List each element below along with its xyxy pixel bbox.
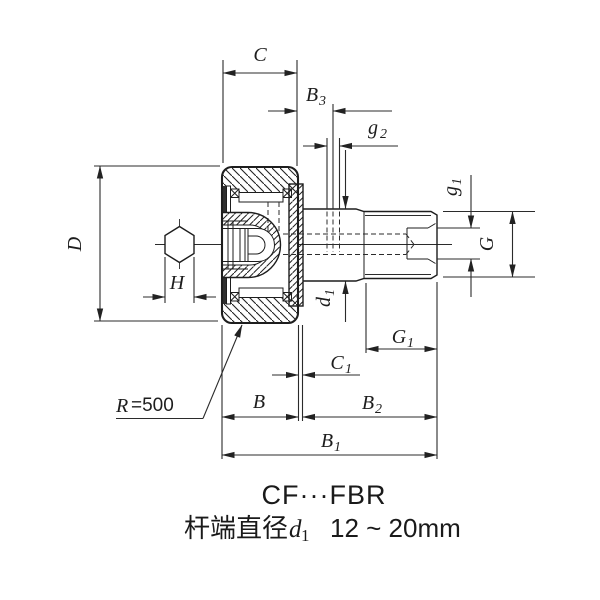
flange-section [288, 183, 304, 307]
label-B: B [253, 391, 265, 413]
label-B3-sub: 3 [318, 94, 326, 109]
label-G: G [476, 236, 498, 251]
seal-bottom [223, 277, 227, 304]
label-g2-main: g [368, 117, 378, 139]
caption: CF···FBR 杆端直径 d 1 12 ~ 20mm [184, 480, 461, 545]
stud-flange [288, 183, 304, 307]
label-C1-main: C [330, 352, 344, 374]
label-D: D [64, 236, 86, 252]
stud-and-thread [267, 202, 438, 282]
label-D-group: D [64, 236, 86, 252]
dimension-lines [96, 69, 516, 459]
stud-head [223, 211, 282, 279]
label-B1-sub: 1 [334, 440, 341, 455]
hexagon [164, 225, 195, 264]
hex-wrench-symbol [164, 225, 195, 264]
label-C: C [253, 44, 267, 66]
caption-spec-d-sub: 1 [301, 526, 310, 545]
stud-outline [303, 208, 438, 282]
label-B2-sub: 2 [375, 402, 382, 417]
small-dimension-arrows [143, 107, 475, 379]
label-H: H [169, 272, 186, 294]
hex-socket-section [223, 220, 275, 270]
needle-row-bottom [238, 287, 284, 298]
needle-row-top [238, 192, 284, 203]
label-C1-sub: 1 [345, 362, 352, 377]
socket-cone-inner [247, 235, 266, 255]
washer-bottom [226, 277, 231, 305]
label-B3-main: B [306, 84, 318, 106]
retainer-ring-top-left [230, 188, 240, 198]
washer-top [226, 185, 231, 213]
label-G-group: G [476, 236, 498, 251]
label-B2-main: B [362, 392, 374, 414]
label-g2-sub: 2 [380, 127, 387, 142]
label-d1-group: d 1 [313, 289, 338, 307]
label-G1-sub: 1 [407, 336, 414, 351]
label-R: R [115, 395, 128, 417]
seal-top [223, 186, 227, 213]
caption-spec-prefix: 杆端直径 [184, 513, 288, 543]
label-d1-sub: 1 [323, 289, 338, 296]
retainer-ring-bottom-left [230, 292, 240, 302]
label-G1-main: G [392, 326, 407, 348]
grease-passages-hidden [267, 202, 415, 255]
dome-hatch-band [223, 212, 281, 278]
dimension-labels: C B 3 g 2 D H d 1 g 1 G G 1 C 1 B B 2 B … [64, 44, 498, 455]
dome-outer [223, 211, 282, 279]
end-hex-socket [406, 223, 436, 264]
label-B1-main: B [321, 430, 333, 452]
dimensions [94, 60, 535, 459]
label-g1-sub: 1 [450, 178, 465, 185]
label-g1-group: g 1 [440, 178, 465, 196]
label-g1-main: g [440, 186, 462, 196]
caption-model: CF···FBR [262, 480, 387, 510]
caption-spec-range: 12 ~ 20mm [330, 513, 461, 543]
needle-rollers [230, 188, 292, 302]
label-d1-main: d [313, 296, 335, 307]
caption-spec-d: d [289, 516, 302, 543]
label-R-value: =500 [131, 395, 174, 416]
radius-leader [116, 324, 243, 420]
extension-lines [94, 60, 535, 459]
